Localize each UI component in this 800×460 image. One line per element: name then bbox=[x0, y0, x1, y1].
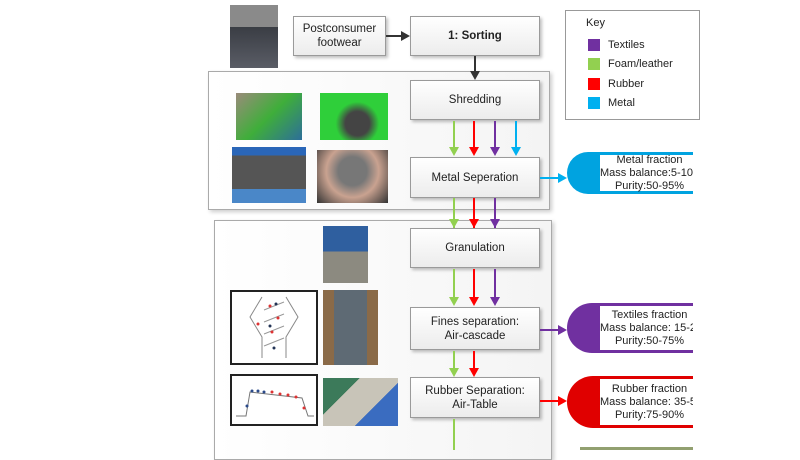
output-title: Textiles fraction bbox=[611, 308, 688, 321]
key-label: Metal bbox=[608, 97, 635, 109]
legend-key: Key Textiles Foam/leather Rubber Metal bbox=[565, 10, 700, 120]
key-title: Key bbox=[586, 17, 605, 29]
shredder-interior-photo bbox=[320, 93, 388, 140]
key-label: Textiles bbox=[608, 39, 645, 51]
air-table-schematic bbox=[230, 374, 318, 426]
air-cascade-photo bbox=[323, 290, 378, 365]
sorting-box: 1: Sorting bbox=[410, 16, 540, 56]
air-cascade-schematic-drawing bbox=[249, 296, 299, 358]
postconsumer-footwear-box: Postconsumer footwear bbox=[293, 16, 386, 56]
arrowhead bbox=[490, 297, 500, 306]
arrow-input-to-sorting bbox=[386, 35, 402, 37]
rubber-fraction-output: Rubber fraction Mass balance: 35-55 Puri… bbox=[567, 376, 693, 428]
output-title: Metal fraction bbox=[616, 153, 683, 166]
granulation-box: Granulation bbox=[410, 228, 540, 268]
arrowhead bbox=[469, 219, 479, 228]
arrowhead bbox=[558, 325, 567, 335]
output-purity: Purity:50-75% bbox=[614, 334, 685, 347]
flow-rubber bbox=[473, 351, 475, 369]
arrowhead bbox=[449, 147, 459, 156]
air-cascade-schematic bbox=[230, 290, 318, 365]
flow-textiles-out bbox=[540, 329, 560, 331]
key-label: Rubber bbox=[608, 78, 645, 90]
metal-separation-box: Metal Seperation bbox=[410, 157, 540, 198]
air-table-photo bbox=[323, 378, 398, 426]
flow-rubber-out bbox=[540, 400, 560, 402]
flow-rubber bbox=[473, 121, 475, 148]
flow-textiles bbox=[494, 198, 496, 230]
air-table-schematic-drawing bbox=[236, 389, 314, 417]
key-item-foam-leather: Foam/leather bbox=[588, 58, 673, 70]
shredder-machine-photo bbox=[236, 93, 302, 140]
arrowhead bbox=[469, 147, 479, 156]
metal-fraction-output: Metal fraction Mass balance:5-10% Purity… bbox=[567, 152, 693, 194]
output-mass-balance: Mass balance: 35-55 bbox=[600, 395, 693, 408]
key-label: Foam/leather bbox=[608, 58, 673, 70]
arrowhead bbox=[558, 396, 567, 406]
flow-textiles bbox=[494, 269, 496, 298]
key-item-rubber: Rubber bbox=[588, 78, 644, 90]
fines-separation-label: Fines separation: Air-cascade bbox=[430, 315, 520, 342]
flow-foam bbox=[453, 198, 455, 230]
footwear-pile-photo bbox=[230, 5, 278, 68]
arrowhead bbox=[470, 71, 480, 80]
output-purity: Purity:75-90% bbox=[614, 408, 685, 421]
flow-rubber bbox=[473, 198, 475, 230]
arrowhead bbox=[469, 297, 479, 306]
output-title: Rubber fraction bbox=[611, 382, 688, 395]
metal-separator-photo bbox=[232, 147, 306, 203]
flow-metal-out bbox=[540, 177, 560, 179]
output-purity: Purity:50-95% bbox=[614, 179, 685, 192]
arrowhead bbox=[401, 31, 410, 41]
flow-foam bbox=[453, 121, 455, 148]
metal-pieces-photo bbox=[317, 150, 388, 203]
rubber-separation-box: Rubber Separation: Air-Table bbox=[410, 377, 540, 418]
granulator-photo bbox=[323, 226, 368, 283]
flow-metal bbox=[515, 121, 517, 148]
textiles-fraction-output: Textiles fraction Mass balance: 15-25 Pu… bbox=[567, 303, 693, 353]
output-mass-balance: Mass balance:5-10% bbox=[600, 166, 693, 179]
rubber-separation-label: Rubber Separation: Air-Table bbox=[425, 384, 525, 411]
flow-foam bbox=[453, 419, 455, 450]
arrowhead bbox=[511, 147, 521, 156]
arrowhead bbox=[490, 147, 500, 156]
flow-foam bbox=[453, 351, 455, 369]
flow-textiles bbox=[494, 121, 496, 148]
flow-rubber bbox=[473, 269, 475, 298]
arrowhead bbox=[449, 297, 459, 306]
arrowhead bbox=[449, 368, 459, 377]
flow-foam bbox=[453, 269, 455, 298]
arrowhead bbox=[449, 219, 459, 228]
fines-separation-box: Fines separation: Air-cascade bbox=[410, 307, 540, 350]
arrowhead bbox=[490, 219, 500, 228]
foam-fraction-output-partial bbox=[580, 447, 693, 450]
arrow-sorting-to-shredding bbox=[474, 56, 476, 72]
arrowhead bbox=[558, 173, 567, 183]
key-item-textiles: Textiles bbox=[588, 39, 645, 51]
shredding-box: Shredding bbox=[410, 80, 540, 120]
key-item-metal: Metal bbox=[588, 97, 635, 109]
output-mass-balance: Mass balance: 15-25 bbox=[600, 321, 693, 334]
arrowhead bbox=[469, 368, 479, 377]
